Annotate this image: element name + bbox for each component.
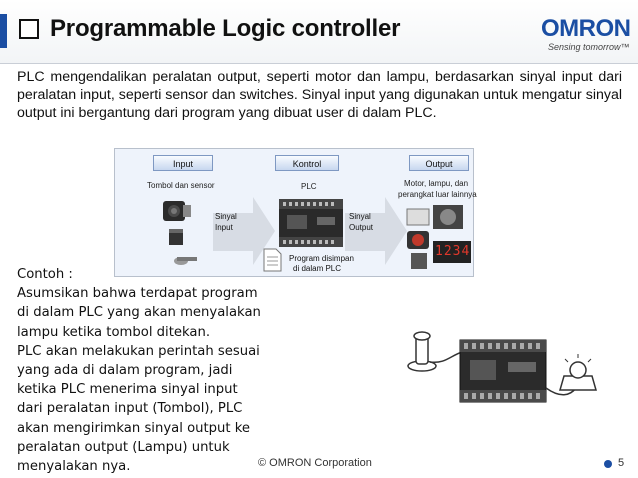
example-line: lampu ketika tombol ditekan. [17, 324, 211, 340]
example-line: peralatan output (Lampu) untuk [17, 439, 230, 455]
example-line: dari peralatan input (Tombol), PLC [17, 401, 243, 417]
signal-output-arrow-stem [345, 213, 385, 251]
led-display-digits: 1234 [435, 244, 471, 259]
signal-input-arrow-icon [253, 197, 275, 265]
example-line: ketika PLC menerima sinyal input [17, 382, 238, 398]
example-line: Asumsikan bahwa terdapat program [17, 286, 258, 302]
title-bar: Programmable Logic controller OMRON Sens… [0, 0, 638, 64]
omron-logo: OMRON [541, 15, 631, 42]
title-divider [0, 63, 638, 64]
signal-input-arrow-stem [213, 213, 253, 251]
output-header: Output [409, 155, 469, 171]
example-line: yang ada di dalam program, jadi [17, 363, 233, 379]
title-accent-bar [0, 14, 7, 48]
example-line: PLC akan melakukan perintah sesuai [17, 343, 260, 359]
signal-output-label-1: Sinyal [349, 212, 371, 221]
plc-unit-icon [279, 199, 343, 247]
example-line: menyalakan nya. [17, 459, 131, 475]
output-devices-icon [406, 205, 471, 269]
checkbox-bullet-icon [19, 19, 39, 39]
example-heading: Contoh : [17, 267, 73, 282]
example-text: Contoh : Asumsikan bahwa terdapat progra… [17, 265, 302, 476]
intro-paragraph: PLC mengendalikan peralatan output, sepe… [17, 69, 622, 121]
control-caption: PLC [301, 182, 317, 191]
page-number: 5 [618, 457, 625, 469]
output-caption-line2: perangkat luar lainnya [398, 190, 477, 199]
output-caption-line1: Motor, lampu, dan [404, 179, 469, 188]
input-devices-icon [163, 201, 197, 265]
signal-output-label-2: Output [349, 223, 374, 232]
footer-bullet-icon [604, 460, 612, 468]
footer-copyright: © OMRON Corporation [258, 457, 372, 469]
example-line: di dalam PLC yang akan menyalakan [17, 305, 261, 321]
signal-input-label-1: Sinyal [215, 212, 237, 221]
signal-input-label-2: Input [215, 223, 233, 232]
signal-output-arrow-icon [385, 197, 407, 265]
input-header: Input [153, 155, 213, 171]
program-document-icon [263, 248, 282, 272]
plc-example-illustration [407, 331, 597, 403]
logo-tagline: Sensing tomorrow™ [548, 42, 630, 52]
control-header: Kontrol [275, 155, 339, 171]
program-label-2: di dalam PLC [293, 264, 342, 273]
program-label-1: Program disimpan [289, 254, 354, 263]
slide-title: Programmable Logic controller [50, 15, 401, 42]
plc-diagram: Input Kontrol Output Tombol dan sensor P… [114, 148, 477, 277]
input-caption: Tombol dan sensor [147, 181, 215, 190]
example-line: akan mengirimkan sinyal output ke [17, 420, 251, 436]
